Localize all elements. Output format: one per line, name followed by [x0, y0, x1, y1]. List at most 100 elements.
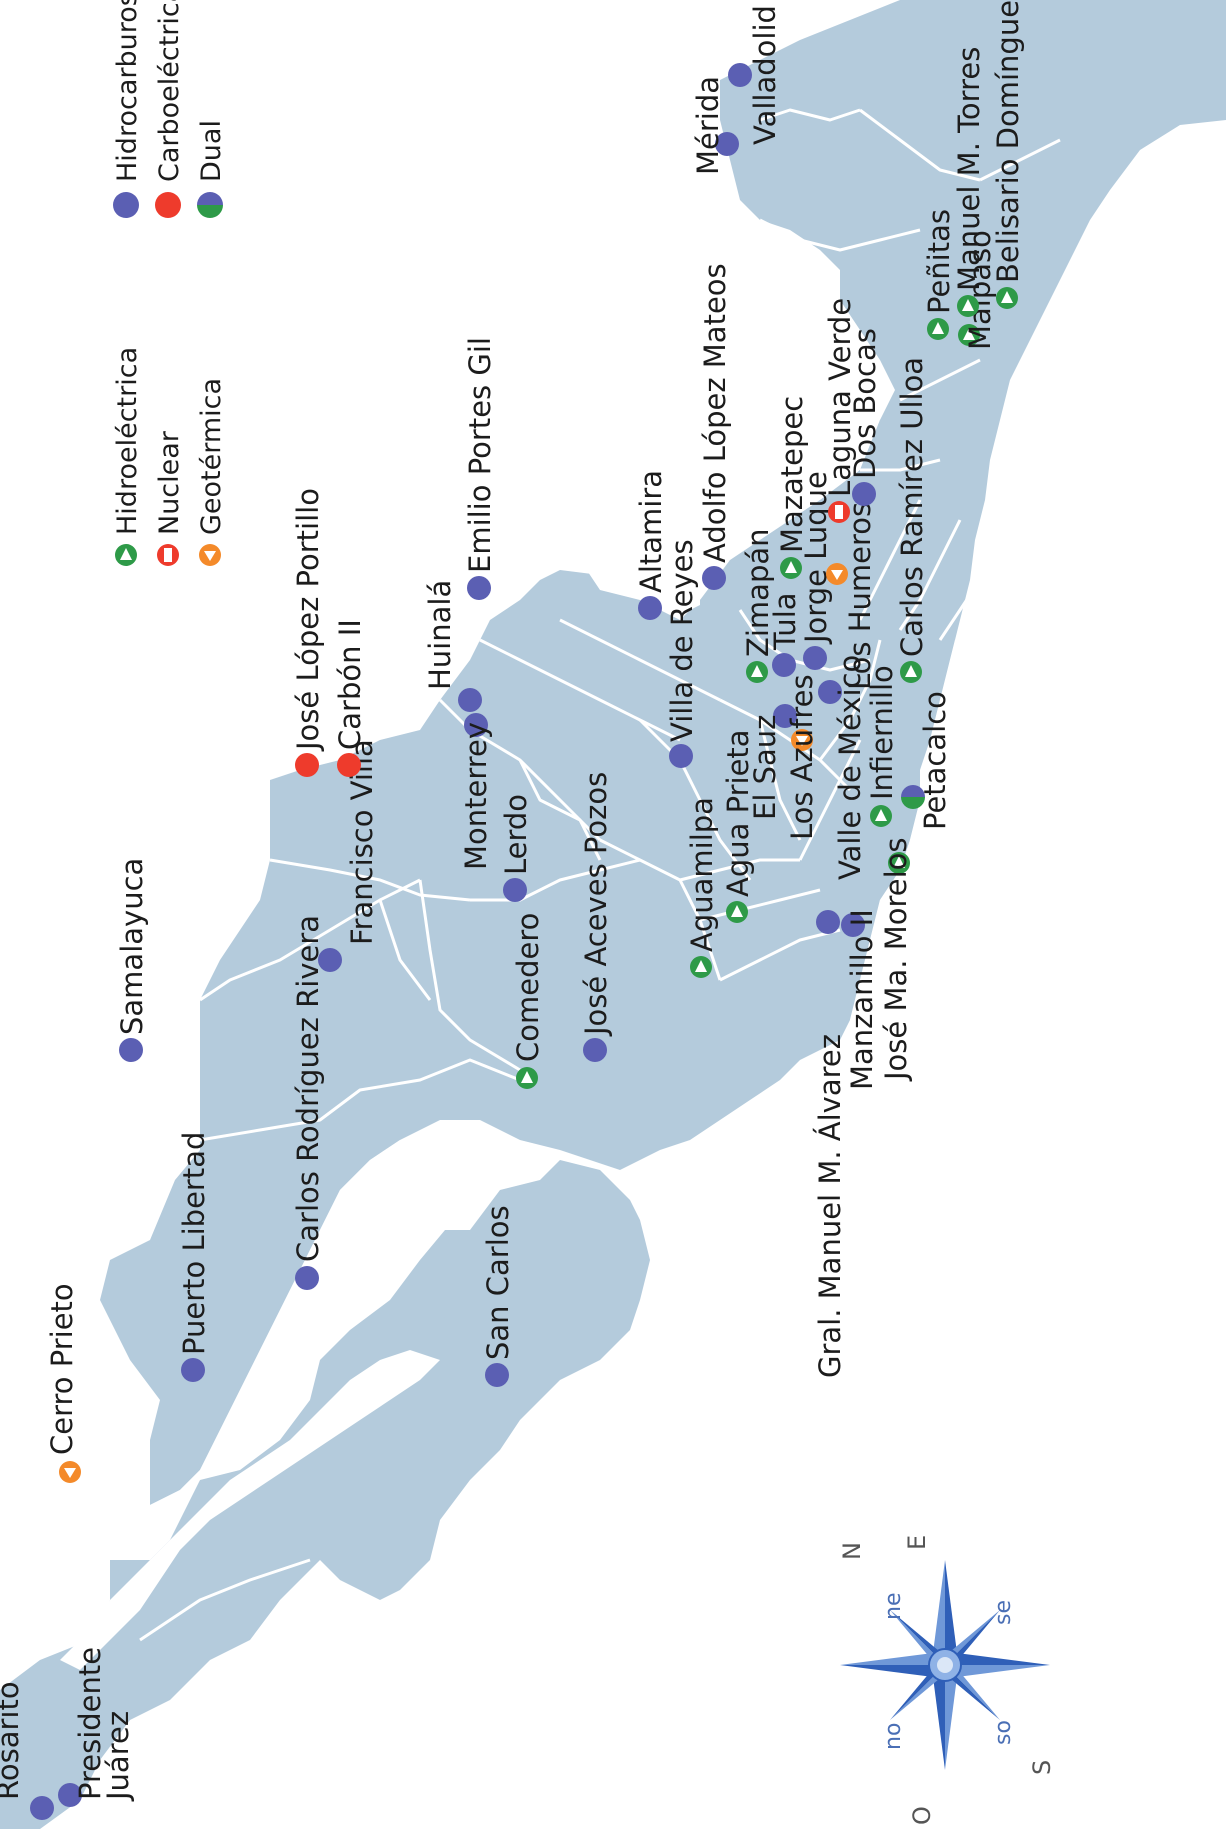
plant-label-los-humeros: Los Humeros — [843, 502, 877, 690]
marker-tula — [772, 653, 796, 677]
marker-malpaso — [958, 324, 980, 346]
marker-dos-bocas — [852, 482, 876, 506]
legend-geotermica — [199, 544, 221, 566]
plant-label-zimapan: Zimapán — [741, 528, 775, 657]
plant-label-valle-de-mexico: Valle de México — [833, 655, 867, 880]
legend-hidroelectrica — [115, 544, 137, 566]
gulf-of-california — [150, 1140, 430, 1560]
marker-lerdo — [503, 878, 527, 902]
plant-label-lerdo: Lerdo — [499, 794, 533, 875]
compass-e: E — [903, 1535, 931, 1550]
plant-label-petacalco: Petacalco — [918, 691, 952, 830]
compass-s: S — [1028, 1760, 1056, 1775]
plant-label-san-carlos: San Carlos — [481, 1205, 515, 1360]
marker-manuel-m-torres — [957, 295, 979, 317]
compass-no: no — [881, 1723, 906, 1750]
plant-label-altamira: Altamira — [634, 470, 668, 593]
marker-laguna-verde — [828, 501, 850, 523]
plant-label-aguamilpa: Aguamilpa — [685, 797, 719, 952]
marker-san-carlos — [485, 1363, 509, 1387]
marker-manzanillo-ii — [841, 913, 865, 937]
compass-se: se — [991, 1600, 1016, 1625]
plant-label-malpaso: Malpaso — [963, 230, 997, 350]
legend-hidrocarburos — [113, 192, 139, 218]
legend-nuclear — [157, 544, 179, 566]
compass-rose: N E S O ne se so no — [838, 1535, 1056, 1825]
compass-star-icon — [840, 1560, 1050, 1770]
marker-aguamilpa — [690, 956, 712, 978]
marker-cerro-prieto — [59, 1461, 81, 1483]
marker-adolfo-lopez-mateos — [702, 566, 726, 590]
gulf-channel — [60, 1350, 440, 1670]
compass-o: O — [908, 1806, 936, 1825]
plant-label-manuel-m-torres: Manuel M. Torres — [952, 47, 986, 291]
legend-label-hidroelectrica: Hidroeléctrica — [112, 347, 143, 535]
plant-label-monterrey: Monterrey — [459, 722, 493, 870]
marker-belisario-dominguez — [996, 287, 1018, 309]
marker-samalayuca — [119, 1038, 143, 1062]
marker-zimapan — [746, 661, 768, 683]
legend-dual — [197, 192, 223, 218]
marker-el-sauz — [773, 704, 797, 728]
marker-huinala — [458, 688, 482, 712]
marker-jorge-luque — [803, 646, 827, 670]
marker-los-azufres — [791, 729, 813, 751]
legend-carboelectrica — [155, 192, 181, 218]
marker-valladolid — [728, 63, 752, 87]
plant-label-huinala: Huinalá — [423, 580, 457, 690]
plant-label-jorge-luque: Jorge Luque — [799, 471, 833, 645]
plant-label-mazatepec: Mazatepec — [775, 396, 809, 553]
marker-jose-lopez-portillo — [295, 753, 319, 777]
gulf-of-mexico — [210, 30, 700, 770]
legend-label-hidrocarburos: Hidrocarburos — [112, 0, 143, 182]
plant-label-jose-lopez-portillo: José López Portillo — [291, 488, 325, 752]
marker-rosarito — [30, 1796, 54, 1820]
plant-label-dos-bocas: Dos Bocas — [848, 328, 882, 479]
plant-label-carbon-ii: Carbón II — [333, 619, 367, 750]
marker-penitas — [927, 318, 949, 340]
compass-ne: ne — [881, 1593, 906, 1620]
plant-label-agua-prieta: Agua Prieta — [721, 729, 755, 897]
marker-comedero — [516, 1067, 538, 1089]
plant-label-cerro-prieto: Cerro Prieto — [45, 1283, 79, 1455]
marker-jose-aceves-pozos — [583, 1038, 607, 1062]
plant-label-jose-ma-morelos: José Ma. Morelos — [879, 838, 913, 1083]
state-borders — [139, 108, 1061, 1642]
marker-puerto-libertad — [181, 1358, 205, 1382]
plant-label-belisario-dominguez: Belisario Domínguez — [991, 0, 1025, 283]
plant-label-infiernillo: Infiernillo — [865, 665, 899, 800]
plant-label-valladolid: Valladolid — [748, 5, 782, 145]
plant-label-presidente: Presidente — [73, 1647, 107, 1800]
plant-label-villa-de-reyes: Villa de Reyes — [665, 539, 699, 742]
legend: Hidroeléctrica Nuclear Geotérmica Hidroc… — [112, 0, 227, 566]
plant-label-adolfo-lopez-mateos: Adolfo López Mateos — [698, 263, 732, 563]
plant-label-puerto-libertad: Puerto Libertad — [177, 1132, 211, 1355]
plant-label-gral-manuel-m-alvarez: Gral. Manuel M. Álvarez — [813, 1034, 847, 1378]
plant-label-samalayuca: Samalayuca — [115, 858, 149, 1035]
plant-label-carlos-rodriguez-rivera: Carlos Rodríguez Rivera — [291, 915, 325, 1262]
plant-label-emilio-portes-gil: Emilio Portes Gil — [463, 337, 497, 573]
legend-label-geotermica: Geotérmica — [196, 378, 227, 535]
marker-merida — [715, 132, 739, 156]
compass-so: so — [991, 1720, 1016, 1745]
marker-petacalco — [901, 785, 925, 809]
marker-carbon-ii — [337, 753, 361, 777]
legend-label-dual: Dual — [196, 120, 227, 182]
marker-carlos-rodriguez-rivera — [295, 1266, 319, 1290]
marker-carlos-ramirez-ulloa — [900, 661, 922, 683]
plant-label-penitas: Peñitas — [922, 209, 956, 314]
marker-presidente — [58, 1783, 82, 1807]
plant-label-laguna-verde: Laguna Verde — [823, 298, 857, 497]
plant-label-manzanillo-ii: Manzanillo II — [845, 909, 879, 1090]
plant-label-jose-aceves-pozos: José Aceves Pozos — [579, 772, 613, 1037]
baja-california-landmass — [0, 1160, 650, 1829]
marker-altamira — [638, 596, 662, 620]
plant-label-carlos-ramirez-ulloa: Carlos Ramírez Ulloa — [895, 357, 929, 657]
marker-jose-ma-morelos — [888, 852, 910, 874]
marker-emilio-portes-gil — [467, 576, 491, 600]
plant-label-rosarito: Rosarito — [0, 1681, 25, 1800]
marker-mazatepec — [780, 557, 802, 579]
